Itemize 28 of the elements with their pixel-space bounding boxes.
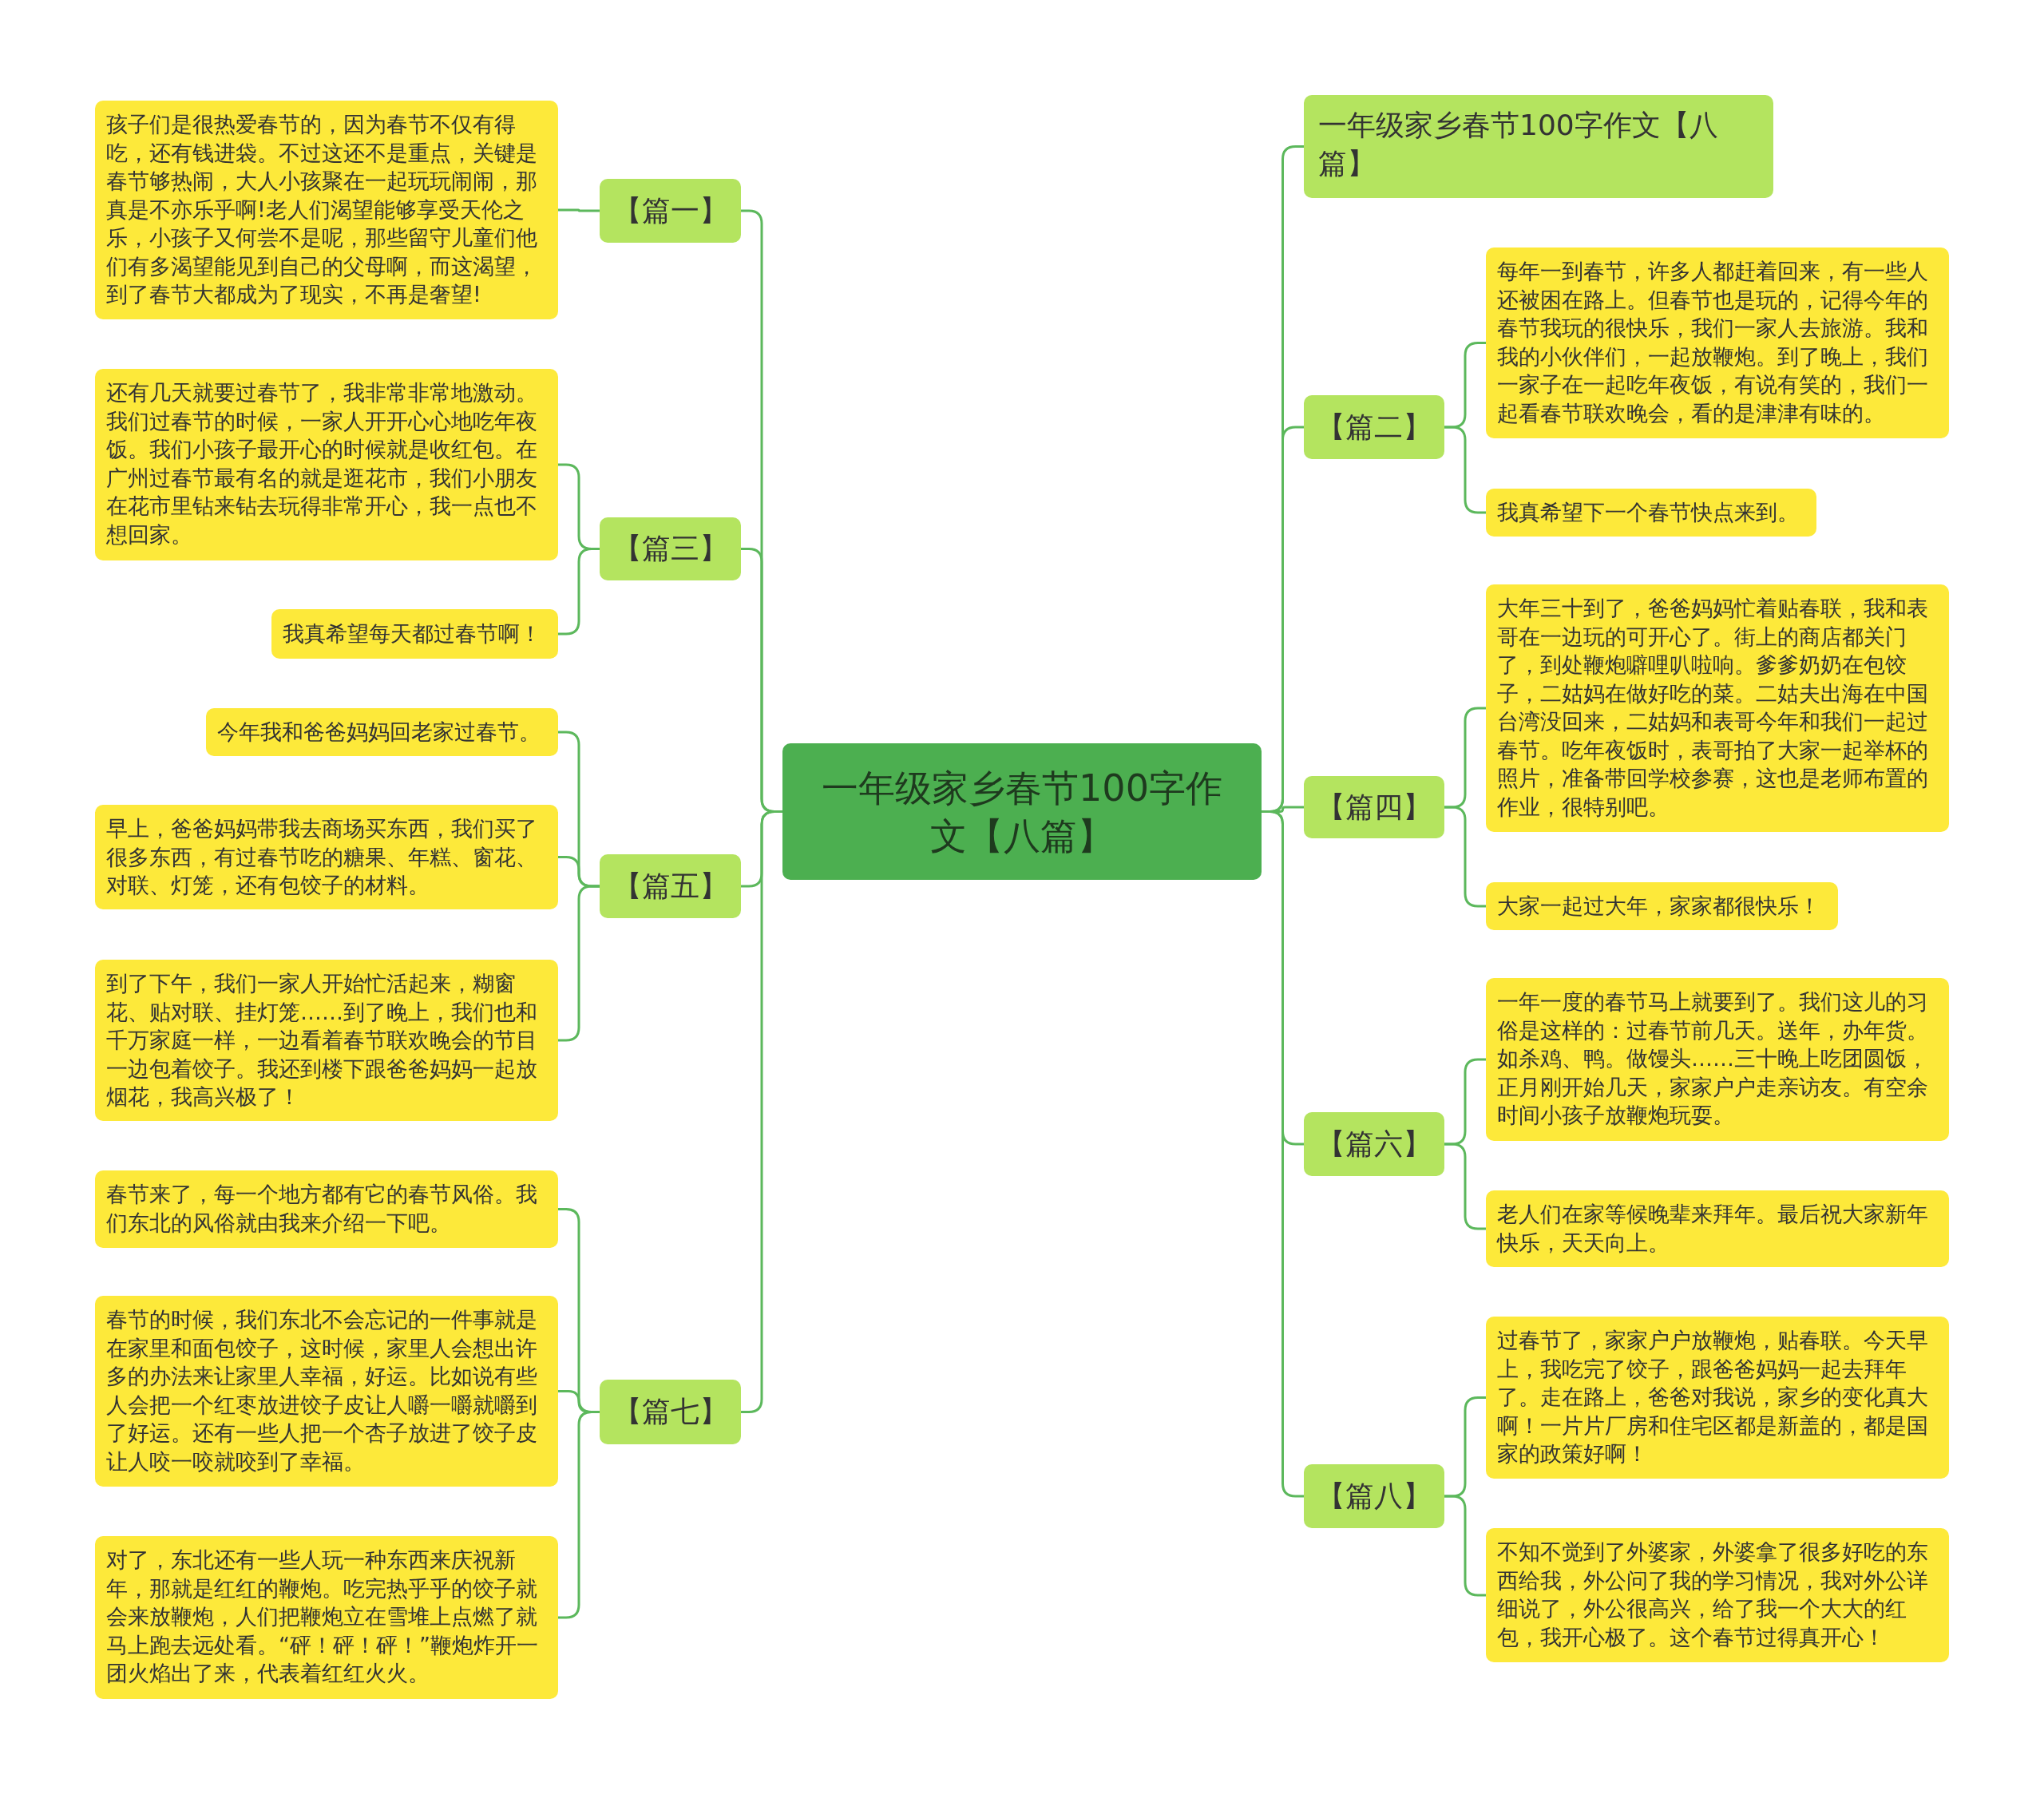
text-box: 不知不觉到了外婆家，外婆拿了很多好吃的东西给我，外公问了我的学习情况，我对外公详细说了，外公很高兴，给了我一个大大的红包，我开心极了。这个春节过得真开心！ bbox=[1486, 1528, 1949, 1662]
text-box: 早上，爸爸妈妈带我去商场买东西，我们买了很多东西，有过春节吃的糖果、年糕、窗花、对联、灯笼，还有包饺子的材料。 bbox=[95, 805, 558, 909]
text-box: 对了，东北还有一些人玩一种东西来庆祝新年，那就是红红的鞭炮。吃完热乎乎的饺子就会来放鞭炮，人们把鞭炮立在雪堆上点燃了就马上跑去远处看。“砰！砰！砰！”鞭炮炸开一团火焰出了来，代表着红红火火。 bbox=[95, 1536, 558, 1699]
text-box: 到了下午，我们一家人开始忙活起来，糊窗花、贴对联、挂灯笼……到了晚上，我们也和千万家庭一样，一边看着春节联欢晚会的节目一边包着饺子。我还到楼下跟爸爸妈妈一起放烟花，我高兴极了！ bbox=[95, 960, 558, 1121]
branch-box: 【篇三】 bbox=[600, 517, 741, 580]
text-box: 我真希望下一个春节快点来到。 bbox=[1486, 489, 1816, 537]
central-topic-box: 一年级家乡春节100字作文【八篇】 bbox=[782, 743, 1262, 880]
connector-line bbox=[558, 208, 600, 212]
text-box: 春节的时候，我们东北不会忘记的一件事就是在家里和面包饺子，这时候，家里人会想出许多的办法来让家里人幸福，好运。比如说有些人会把一个红枣放进饺子皮让人嚼一嚼就嚼到了好运。还有一些人把一个杏子放进了饺子皮让人咬一咬就咬到了幸福。 bbox=[95, 1296, 558, 1487]
branch-box: 【篇七】 bbox=[600, 1380, 741, 1444]
topic-box: 一年级家乡春节100字作文【八篇】 bbox=[1304, 95, 1773, 198]
text-box: 一年一度的春节马上就要到了。我们这儿的习俗是这样的：过春节前几天。送年，办年货。如杀鸡、鸭。做馒头……三十晚上吃团圆饭，正月刚开始几天，家家户户走亲访友。有空余时间小孩子放鞭炮玩耍。 bbox=[1486, 978, 1949, 1141]
text-box: 每年一到春节，许多人都赶着回来，有一些人还被困在路上。但春节也是玩的，记得今年的春节我玩的很快乐，我们一家人去旅游。我和我的小伙伴们，一起放鞭炮。到了晚上，我们一家子在一起吃年夜饭，有说有笑的，我们一起看春节联欢晚会，看的是津津有味的。 bbox=[1486, 248, 1949, 438]
branch-box: 【篇八】 bbox=[1304, 1464, 1444, 1528]
text-box: 大家一起过大年，家家都很快乐！ bbox=[1486, 882, 1838, 930]
text-box: 大年三十到了，爸爸妈妈忙着贴春联，我和表哥在一边玩的可开心了。街上的商店都关门了，到处鞭炮噼哩叭啦响。爹爹奶奶在包饺子，二姑妈在做好吃的菜。二姑夫出海在中国台湾没回来，二姑妈和表哥今年和我们一起过春节。吃年夜饭时，表哥拍了大家一起举杯的照片，准备带回学校参赛，这也是老师布置的作业，很特别吧。 bbox=[1486, 584, 1949, 832]
branch-box: 【篇五】 bbox=[600, 854, 741, 918]
branch-box: 【篇四】 bbox=[1304, 776, 1444, 838]
branch-box: 【篇一】 bbox=[600, 179, 741, 243]
branch-box: 【篇六】 bbox=[1304, 1112, 1444, 1176]
text-box: 过春节了，家家户户放鞭炮，贴春联。今天早上，我吃完了饺子，跟爸爸妈妈一起去拜年了。走在路上，爸爸对我说，家乡的变化真大啊！一片片厂房和住宅区都是新盖的，都是国家的政策好啊！ bbox=[1486, 1317, 1949, 1479]
text-box: 孩子们是很热爱春节的，因为春节不仅有得吃，还有钱进袋。不过这还不是重点，关键是春节够热闹，大人小孩聚在一起玩玩闹闹，那真是不亦乐乎啊!老人们渴望能够享受天伦之乐，小孩子又何尝不是呢，那些留守儿童们他们有多渴望能见到自己的父母啊，而这渴望，到了春节大都成为了现实，不再是奢望! bbox=[95, 101, 558, 319]
text-box: 还有几天就要过春节了，我非常非常地激动。我们过春节的时候，一家人开开心心地吃年夜饭。我们小孩子最开心的时候就是收红包。在广州过春节最有名的就是逛花市，我们小朋友在花市里钻来钻去玩得非常开心，我一点也不想回家。 bbox=[95, 369, 558, 560]
branch-box: 【篇二】 bbox=[1304, 395, 1444, 459]
text-box: 老人们在家等候晚辈来拜年。最后祝大家新年快乐，天天向上。 bbox=[1486, 1190, 1949, 1267]
text-box: 春节来了，每一个地方都有它的春节风俗。我们东北的风俗就由我来介绍一下吧。 bbox=[95, 1170, 558, 1248]
text-box: 我真希望每天都过春节啊！ bbox=[271, 609, 558, 659]
text-box: 今年我和爸爸妈妈回老家过春节。 bbox=[206, 708, 558, 756]
